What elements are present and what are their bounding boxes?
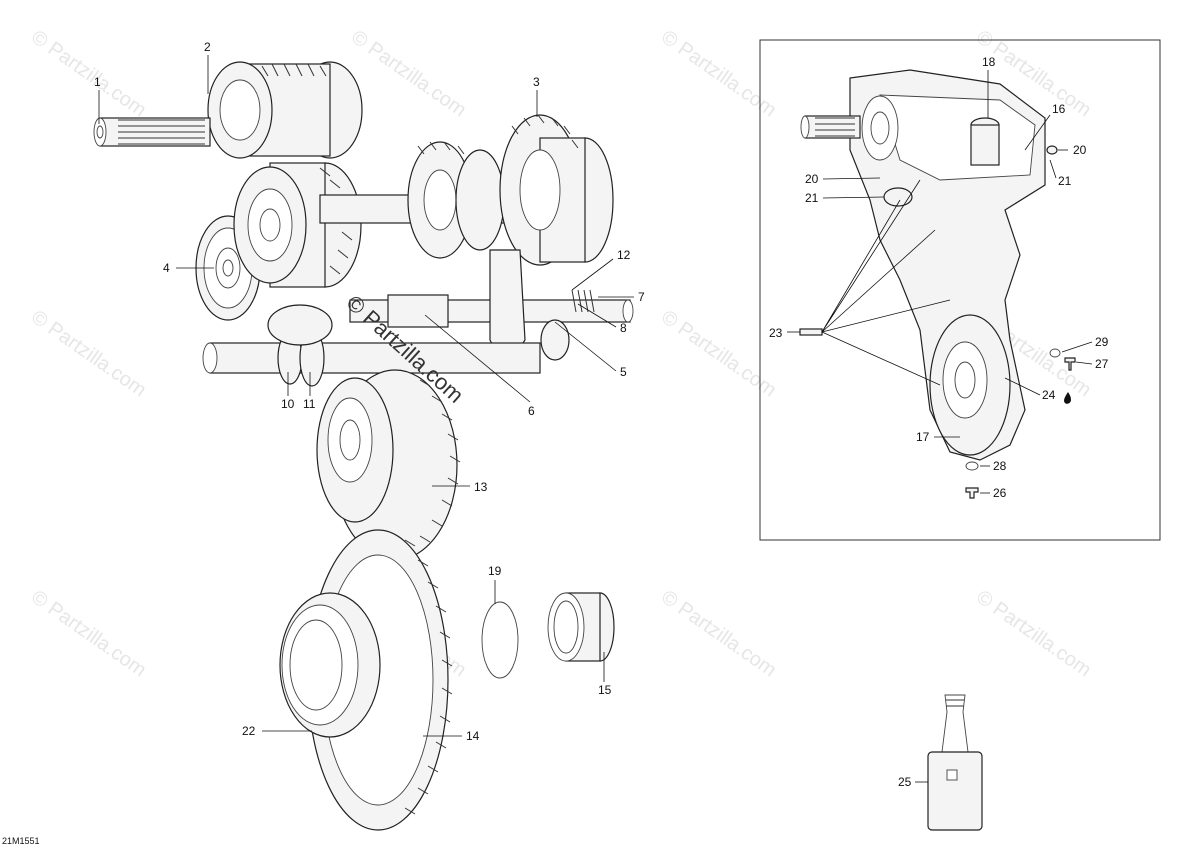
housing-inset-frame: [759, 39, 1161, 541]
oil-bottle-25: 25: [898, 694, 983, 831]
callout-15: 15: [598, 683, 612, 697]
callout-25: 25: [898, 775, 912, 789]
callout-4: 4: [163, 261, 170, 275]
callout-21a: 21: [1058, 174, 1072, 188]
screw-27: [1064, 357, 1076, 371]
watermark: © Partzilla.com: [27, 586, 150, 681]
watermark: © Partzilla.com: [347, 26, 470, 121]
callout-26: 26: [993, 486, 1007, 500]
gearbox-housing: [800, 69, 1058, 461]
countershaft-gear: [233, 162, 362, 288]
watermark: © Partzilla.com: [657, 306, 780, 401]
callout-13: 13: [474, 480, 488, 494]
callout-3: 3: [533, 75, 540, 89]
watermark: © Partzilla.com: [27, 306, 150, 401]
o-ring-19: [481, 601, 519, 679]
callout-10: 10: [281, 397, 295, 411]
callout-20b: 20: [805, 172, 819, 186]
callouts-left: 1 2 3 4 5 6 7 8 10 11 12 13 14 15 19 22: [94, 40, 645, 743]
callout-23: 23: [769, 326, 783, 340]
callout-22: 22: [242, 724, 256, 738]
gear-3: [499, 114, 614, 266]
callout-20a: 20: [1073, 143, 1087, 157]
callout-18: 18: [982, 55, 996, 69]
watermark: © Partzilla.com: [657, 586, 780, 681]
callouts-right: 18 16 20 21 20 21 23 29 27 24 17 28 26: [769, 55, 1109, 500]
callout-11: 11: [303, 397, 316, 411]
callout-28: 28: [993, 459, 1007, 473]
watermark: © Partzilla.com: [972, 586, 1095, 681]
bushing-15: [547, 592, 615, 662]
callout-14: 14: [466, 729, 480, 743]
shift-shaft: [349, 249, 634, 372]
watermark: © Partzilla.com: [27, 26, 150, 121]
callout-29: 29: [1095, 335, 1109, 349]
callout-6: 6: [528, 404, 535, 418]
callout-21b: 21: [805, 191, 819, 205]
callout-19: 19: [488, 564, 502, 578]
callout-12: 12: [617, 248, 631, 262]
input-gear: [207, 61, 363, 159]
output-shaft: [202, 304, 541, 387]
callout-8: 8: [620, 321, 627, 335]
callout-7: 7: [638, 290, 645, 304]
diagram-code: 21M1551: [2, 836, 40, 846]
screw-23: [799, 328, 823, 336]
gear-train-assembly: © Partzilla.com: [93, 61, 634, 831]
screw-26: [965, 487, 979, 499]
callout-27: 27: [1095, 357, 1109, 371]
callout-17: 17: [916, 430, 930, 444]
callout-24: 24: [1042, 388, 1056, 402]
callout-1: 1: [94, 75, 101, 89]
washer-29: [1049, 348, 1061, 358]
callout-2: 2: [204, 40, 211, 54]
differential-22: [279, 592, 381, 738]
callout-16: 16: [1052, 102, 1066, 116]
splined-input-shaft: [93, 117, 211, 147]
main-shaft: [319, 141, 581, 259]
droplet-icon: [1064, 392, 1071, 404]
washer-28: [965, 461, 979, 471]
callout-5: 5: [620, 365, 627, 379]
